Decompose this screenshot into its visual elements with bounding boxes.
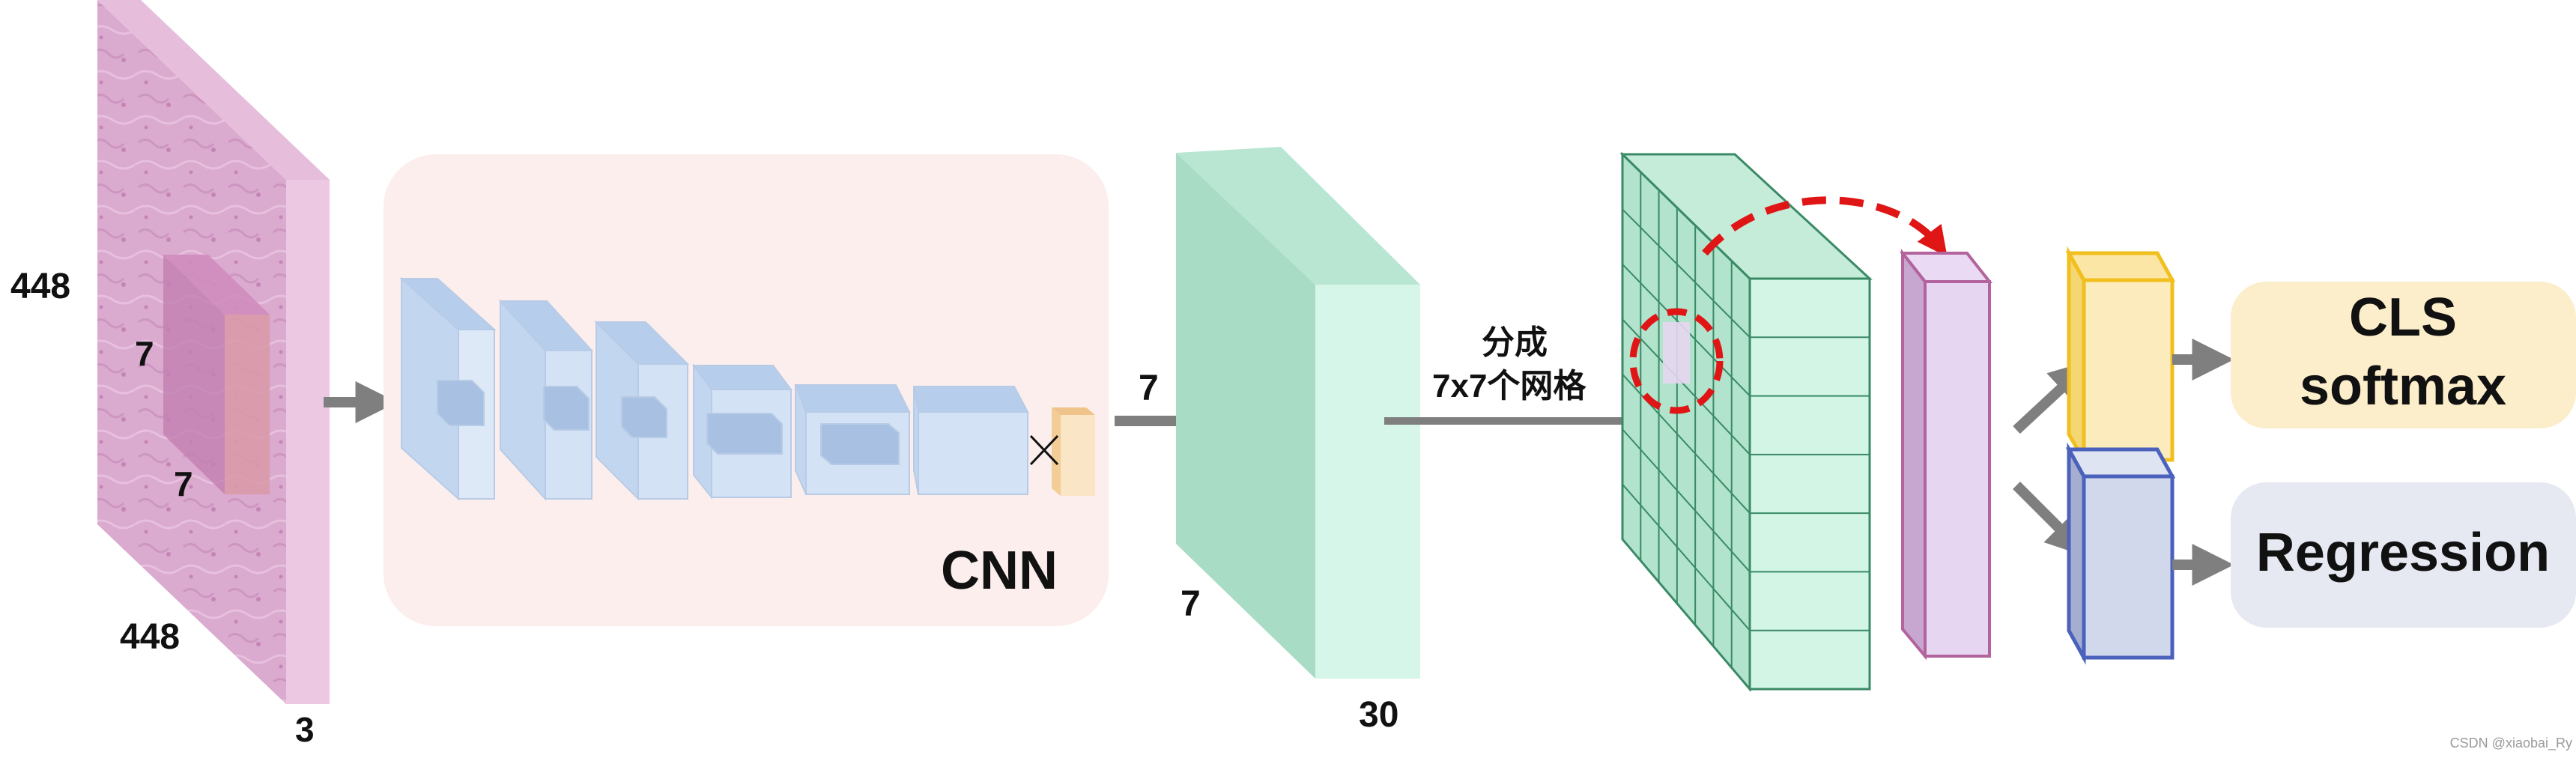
cls-block <box>2065 246 2176 467</box>
feature-top-label: 7 <box>1139 369 1159 408</box>
input-patch-side <box>225 315 270 494</box>
feature-map-volume <box>1176 147 1420 679</box>
grid-front-face <box>1748 277 1871 691</box>
cnn-layer-6 <box>912 386 1029 495</box>
cls-label-line1: CLS <box>2349 288 2457 348</box>
input-height-label: 448 <box>10 267 70 306</box>
watermark-text: CSDN @xiaobai_Ry <box>2450 736 2572 751</box>
selected-cell-fill <box>1663 322 1690 383</box>
cls-label-line2: softmax <box>2300 357 2506 416</box>
input-patch <box>163 255 225 494</box>
cls-panel <box>2231 282 2576 428</box>
regression-panel <box>2231 482 2576 628</box>
selected-cell-highlight <box>1629 308 1724 414</box>
grid-side-row-line <box>1622 208 1751 338</box>
split-caption-line1: 分成 <box>1482 324 1548 361</box>
arrow-vector-to-reg <box>2013 482 2088 557</box>
cnn-layer-4 <box>692 363 793 500</box>
feature-top-face <box>1176 147 1420 285</box>
feature-side-face <box>1315 285 1420 679</box>
cnn-layer-2 <box>498 299 594 501</box>
input-image-volume <box>97 0 330 704</box>
cnn-layer-5 <box>794 384 911 495</box>
feature-depth-label: 30 <box>1359 695 1398 735</box>
feature-front-face <box>1176 153 1315 679</box>
cnn-layers <box>399 276 1029 501</box>
input-channels-label: 3 <box>295 710 315 749</box>
regression-block <box>2065 442 2176 665</box>
cnn-layer-1 <box>399 276 497 501</box>
cnn-fc-block <box>1029 407 1095 496</box>
input-patch-top <box>163 255 270 315</box>
grid-side-row-line <box>1622 483 1751 631</box>
input-top-face <box>97 0 330 180</box>
patch-height-label: 7 <box>135 334 154 373</box>
input-side-face <box>286 180 330 704</box>
grid-volume <box>1619 151 1873 693</box>
patch-width-label: 7 <box>174 464 193 503</box>
dashed-mapping-arrow <box>1702 196 1948 257</box>
split-caption-line2: 7x7个网格 <box>1432 368 1586 404</box>
cnn-layer-3 <box>594 320 690 501</box>
grid-side-row-line <box>1622 428 1751 573</box>
input-width-label: 448 <box>120 617 180 657</box>
cnn-label: CNN <box>941 541 1058 601</box>
output-vector <box>1899 249 1993 661</box>
grid-side-row-line <box>1622 318 1751 455</box>
feature-bottom-label: 7 <box>1181 584 1201 624</box>
regression-label: Regression <box>2256 523 2550 583</box>
